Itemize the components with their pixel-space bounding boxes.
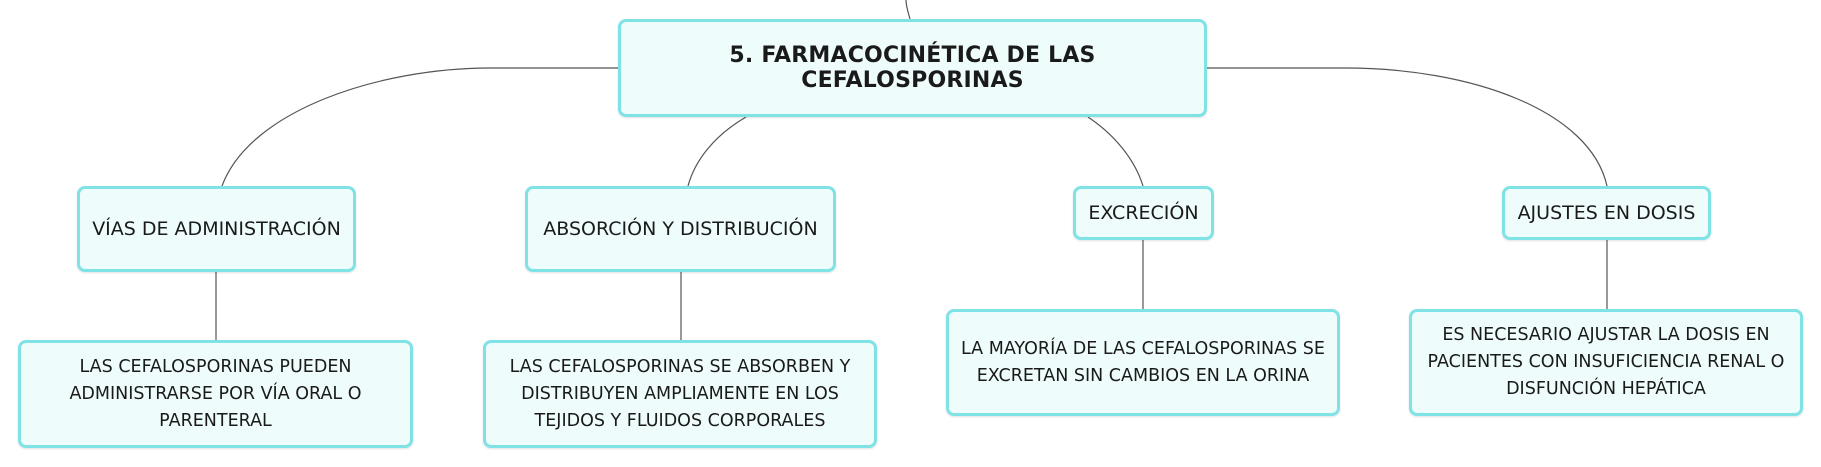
connector-central-excrecion [1087, 116, 1144, 187]
topic-node-ajustes-dosis[interactable]: AJUSTES EN DOSIS [1502, 186, 1711, 240]
detail-text: LA MAYORÍA DE LAS CEFALOSPORINAS SE EXCR… [961, 338, 1325, 386]
detail-node-absorcion-distribucion[interactable]: LAS CEFALOSPORINAS SE ABSORBEN Y DISTRIB… [483, 340, 877, 448]
topic-label: VÍAS DE ADMINISTRACIÓN [92, 218, 341, 240]
detail-node-vias-administracion[interactable]: LAS CEFALOSPORINAS PUEDEN ADMINISTRARSE … [18, 340, 413, 448]
central-topic-node[interactable]: 5. FARMACOCINÉTICA DE LAS CEFALOSPORINAS [618, 19, 1207, 117]
central-topic-label: 5. FARMACOCINÉTICA DE LAS CEFALOSPORINAS [729, 43, 1096, 93]
topic-label: AJUSTES EN DOSIS [1517, 202, 1696, 224]
detail-node-excrecion[interactable]: LA MAYORÍA DE LAS CEFALOSPORINAS SE EXCR… [946, 309, 1340, 416]
topic-node-excrecion[interactable]: EXCRECIÓN [1073, 186, 1214, 240]
topic-label: ABSORCIÓN Y DISTRIBUCIÓN [543, 218, 818, 240]
connector-central-vias [221, 67, 618, 187]
topic-node-vias-administracion[interactable]: VÍAS DE ADMINISTRACIÓN [77, 186, 356, 272]
topic-node-absorcion-distribucion[interactable]: ABSORCIÓN Y DISTRIBUCIÓN [525, 186, 836, 272]
detail-node-ajustes-dosis[interactable]: ES NECESARIO AJUSTAR LA DOSIS EN PACIENT… [1409, 309, 1803, 416]
detail-text: LAS CEFALOSPORINAS SE ABSORBEN Y DISTRIB… [509, 356, 851, 431]
connector-to-parent [905, 0, 911, 20]
detail-text: LAS CEFALOSPORINAS PUEDEN ADMINISTRARSE … [69, 356, 362, 431]
connector-central-absorcion [687, 116, 747, 187]
detail-text: ES NECESARIO AJUSTAR LA DOSIS EN PACIENT… [1427, 325, 1785, 399]
connector-central-ajustes [1207, 67, 1608, 187]
topic-label: EXCRECIÓN [1088, 202, 1199, 224]
